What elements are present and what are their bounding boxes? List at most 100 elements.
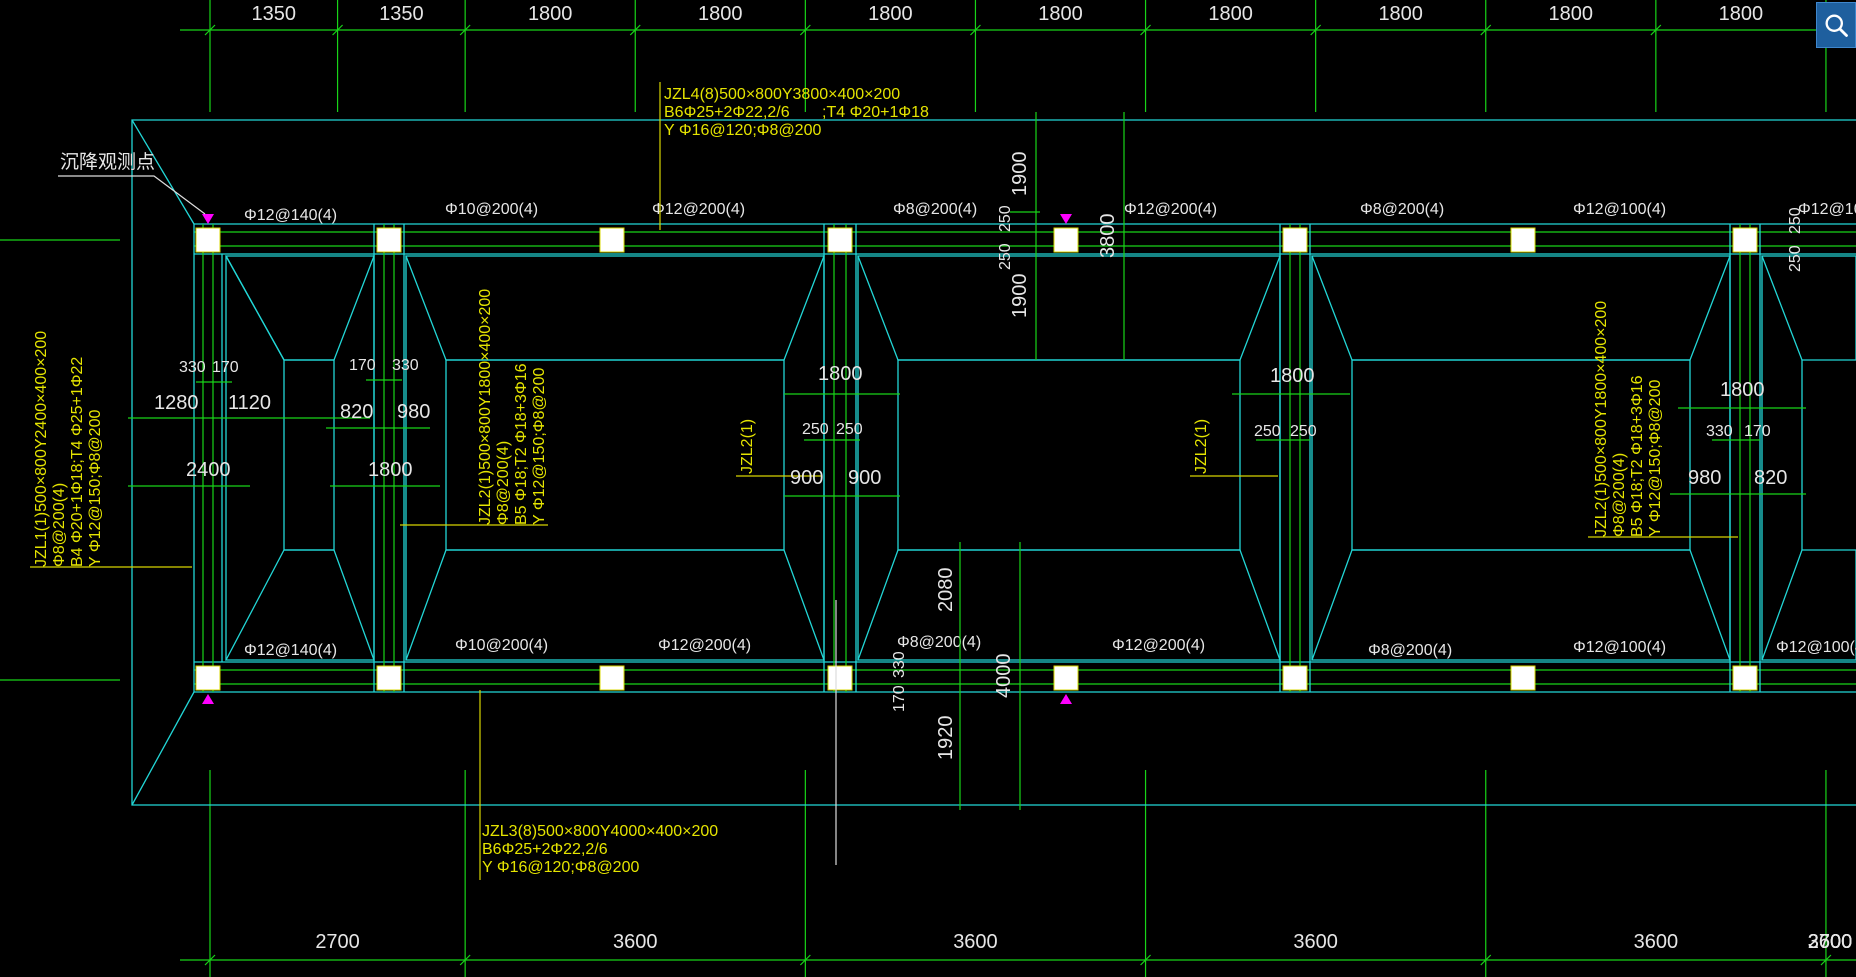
svg-text:250: 250 bbox=[997, 205, 1014, 232]
column-top bbox=[1510, 227, 1536, 253]
svg-text:1280: 1280 bbox=[154, 392, 199, 414]
beam-annotation-jzl2-right: JZL2(1)500×800Y1800×400×200 Φ8@200(4) B5… bbox=[1588, 301, 1738, 538]
stirrup-bottom-6: Φ8@200(4) bbox=[1368, 642, 1452, 659]
svg-text:250: 250 bbox=[1787, 245, 1804, 272]
stirrup-bottom-8: Φ12@100(4) bbox=[1776, 639, 1856, 656]
stirrup-bottom-2: Φ10@200(4) bbox=[455, 637, 548, 654]
stirrup-top-3: Φ12@200(4) bbox=[652, 201, 745, 218]
jzl4-line3: Y Φ16@120;Φ8@200 bbox=[664, 122, 821, 139]
svg-text:1900: 1900 bbox=[1009, 152, 1031, 197]
svg-text:330: 330 bbox=[891, 651, 908, 678]
column-bottom bbox=[1282, 665, 1308, 691]
jzl2-right-line1: JZL2(1)500×800Y1800×400×200 bbox=[1593, 301, 1610, 537]
stirrup-top-1: Φ12@140(4) bbox=[244, 207, 337, 224]
jzl2-right-line2: Φ8@200(4) bbox=[1611, 453, 1628, 537]
svg-text:170: 170 bbox=[891, 685, 908, 712]
svg-text:1920: 1920 bbox=[935, 716, 957, 761]
bottom-dim-label: 3600 bbox=[1293, 931, 1338, 953]
stirrup-bottom-3: Φ12@200(4) bbox=[658, 637, 751, 654]
beam-annotation-jzl3: JZL3(8)500×800Y4000×400×200 B6Φ25+2Φ22,2… bbox=[479, 690, 718, 880]
grid-lines bbox=[209, 50, 1827, 112]
svg-text:170: 170 bbox=[1744, 423, 1771, 440]
svg-text:250: 250 bbox=[997, 243, 1014, 270]
top-dim-label: 1800 bbox=[1549, 3, 1594, 25]
svg-text:330: 330 bbox=[1706, 423, 1733, 440]
stirrup-top-6: Φ8@200(4) bbox=[1360, 201, 1444, 218]
jzl3-line2: B6Φ25+2Φ22,2/6 bbox=[482, 841, 608, 858]
svg-text:900: 900 bbox=[790, 467, 823, 489]
top-dim-label: 1800 bbox=[1378, 3, 1423, 25]
stirrup-top-5: Φ12@200(4) bbox=[1124, 201, 1217, 218]
svg-text:250: 250 bbox=[1290, 423, 1317, 440]
svg-text:820: 820 bbox=[1754, 467, 1787, 489]
svg-text:250: 250 bbox=[1787, 207, 1804, 234]
column-top bbox=[195, 227, 221, 253]
jzl2-left-line2: Φ8@200(4) bbox=[495, 441, 512, 525]
svg-text:980: 980 bbox=[397, 401, 430, 423]
bottom-dim-label: 3600 bbox=[613, 931, 658, 953]
top-dim-label: 1800 bbox=[528, 3, 573, 25]
beam-annotation-jzl4: JZL4(8)500×800Y3800×400×200 B6Φ25+2Φ22,2… bbox=[659, 82, 929, 230]
settlement-point-label: 沉降观测点 bbox=[58, 151, 206, 215]
stirrup-top-8: Φ12@100(4) bbox=[1798, 201, 1856, 218]
jzl1-line1: JZL1(1)500×800Y2400×400×200 bbox=[33, 331, 50, 567]
column-bottom bbox=[599, 665, 625, 691]
stirrup-top-2: Φ10@200(4) bbox=[445, 201, 538, 218]
top-dim-label: 1350 bbox=[379, 3, 424, 25]
column-top bbox=[599, 227, 625, 253]
jzl4-line4: ;T4 Φ20+1Φ18 bbox=[822, 104, 929, 121]
svg-text:330: 330 bbox=[392, 357, 419, 374]
jzl2-right-line4: Y Φ12@150;Φ8@200 bbox=[1647, 380, 1664, 537]
column-top bbox=[1732, 227, 1758, 253]
settlement-label: 沉降观测点 bbox=[60, 151, 155, 173]
column-bottom bbox=[1510, 665, 1536, 691]
top-dim-label: 1350 bbox=[252, 3, 297, 25]
svg-text:170: 170 bbox=[212, 359, 239, 376]
bottom-dim-label: 3600 bbox=[1808, 931, 1853, 953]
svg-text:1800: 1800 bbox=[1270, 365, 1315, 387]
beam-annotation-jzl2-short: JZL2(1) JZL2(1) bbox=[736, 419, 1278, 477]
bottom-dim-label: 3600 bbox=[1634, 931, 1679, 953]
svg-text:1900: 1900 bbox=[1009, 274, 1031, 319]
jzl2-left-line3: B5 Φ18;T2 Φ18+3Φ16 bbox=[513, 363, 530, 525]
jzl2-short-a: JZL2(1) bbox=[739, 419, 756, 474]
svg-text:1800: 1800 bbox=[818, 363, 863, 385]
bottom-dim-label: 3600 bbox=[1808, 931, 1853, 953]
column-top bbox=[1282, 227, 1308, 253]
jzl2-short-b: JZL2(1) bbox=[1193, 419, 1210, 474]
column-top bbox=[1053, 227, 1079, 253]
stirrup-bottom-5: Φ12@200(4) bbox=[1112, 637, 1205, 654]
stirrup-top-4: Φ8@200(4) bbox=[893, 201, 977, 218]
column-top bbox=[376, 227, 402, 253]
column-bottom bbox=[376, 665, 402, 691]
svg-text:250: 250 bbox=[1254, 423, 1281, 440]
stirrup-bottom-1: Φ12@140(4) bbox=[244, 642, 337, 659]
stirrup-top-7: Φ12@100(4) bbox=[1573, 201, 1666, 218]
svg-text:900: 900 bbox=[848, 467, 881, 489]
top-dim-label: 1800 bbox=[868, 3, 913, 25]
bottom-dim-label: 3600 bbox=[953, 931, 998, 953]
column-top bbox=[827, 227, 853, 253]
jzl1-line2: Φ8@200(4) bbox=[51, 483, 68, 567]
column-markers bbox=[195, 227, 1758, 691]
svg-text:820: 820 bbox=[340, 401, 373, 423]
left-grid-stubs bbox=[0, 239, 120, 681]
svg-text:1800: 1800 bbox=[1720, 379, 1765, 401]
svg-text:250: 250 bbox=[836, 421, 863, 438]
jzl1-line4: Y Φ12@150;Φ8@200 bbox=[87, 410, 104, 567]
bottom-dim-label: 2700 bbox=[315, 931, 360, 953]
search-button[interactable] bbox=[1816, 2, 1856, 48]
jzl3-line3: Y Φ16@120;Φ8@200 bbox=[482, 859, 639, 876]
jzl3-line1: JZL3(8)500×800Y4000×400×200 bbox=[482, 823, 718, 840]
svg-text:2080: 2080 bbox=[935, 568, 957, 613]
column-bottom bbox=[827, 665, 853, 691]
svg-text:4000: 4000 bbox=[993, 654, 1015, 699]
jzl2-left-line4: Y Φ12@150;Φ8@200 bbox=[531, 368, 548, 525]
inner-dimensions: 330 170 1280 1120 2400 170 330 820 980 1… bbox=[128, 112, 1806, 865]
stirrup-bottom-4: Φ8@200(4) bbox=[897, 634, 981, 651]
top-dim-label: 1800 bbox=[698, 3, 743, 25]
bottom-dim-label: 2700 bbox=[1808, 931, 1853, 953]
foundation-outline bbox=[131, 119, 1856, 806]
